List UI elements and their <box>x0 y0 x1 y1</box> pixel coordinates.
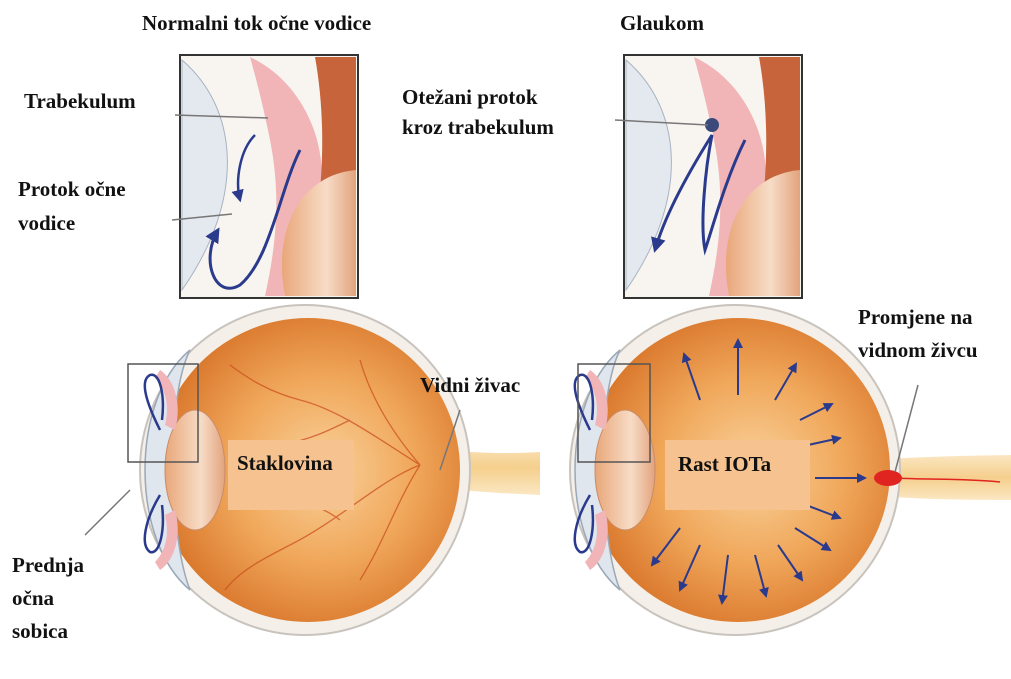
right-inset <box>615 55 802 298</box>
left-chamber-pointer <box>85 490 130 535</box>
trabeculum-label: Trabekulum <box>24 89 136 113</box>
optic-nerve-label: Vidni živac <box>420 373 520 397</box>
chamber-label-line1: Prednja <box>12 553 84 577</box>
flow-label-line2: vodice <box>18 211 75 235</box>
nerve-change-line1: Promjene na <box>858 305 973 329</box>
chamber-label-line3: sobica <box>12 619 69 643</box>
chamber-label-line2: očna <box>12 586 55 610</box>
nerve-change-line2: vidnom živcu <box>858 338 978 362</box>
left-eye <box>128 305 540 635</box>
left-inset <box>172 55 358 298</box>
flow-label-line1: Protok očne <box>18 177 126 201</box>
obstructed-label-line2: kroz trabekulum <box>402 115 554 139</box>
left-title: Normalni tok očne vodice <box>142 11 371 35</box>
right-title: Glaukom <box>620 11 705 35</box>
iop-label: Rast IOTa <box>678 452 772 476</box>
obstructed-label-line1: Otežani protok <box>402 85 538 109</box>
vitreous-label: Staklovina <box>237 451 333 475</box>
